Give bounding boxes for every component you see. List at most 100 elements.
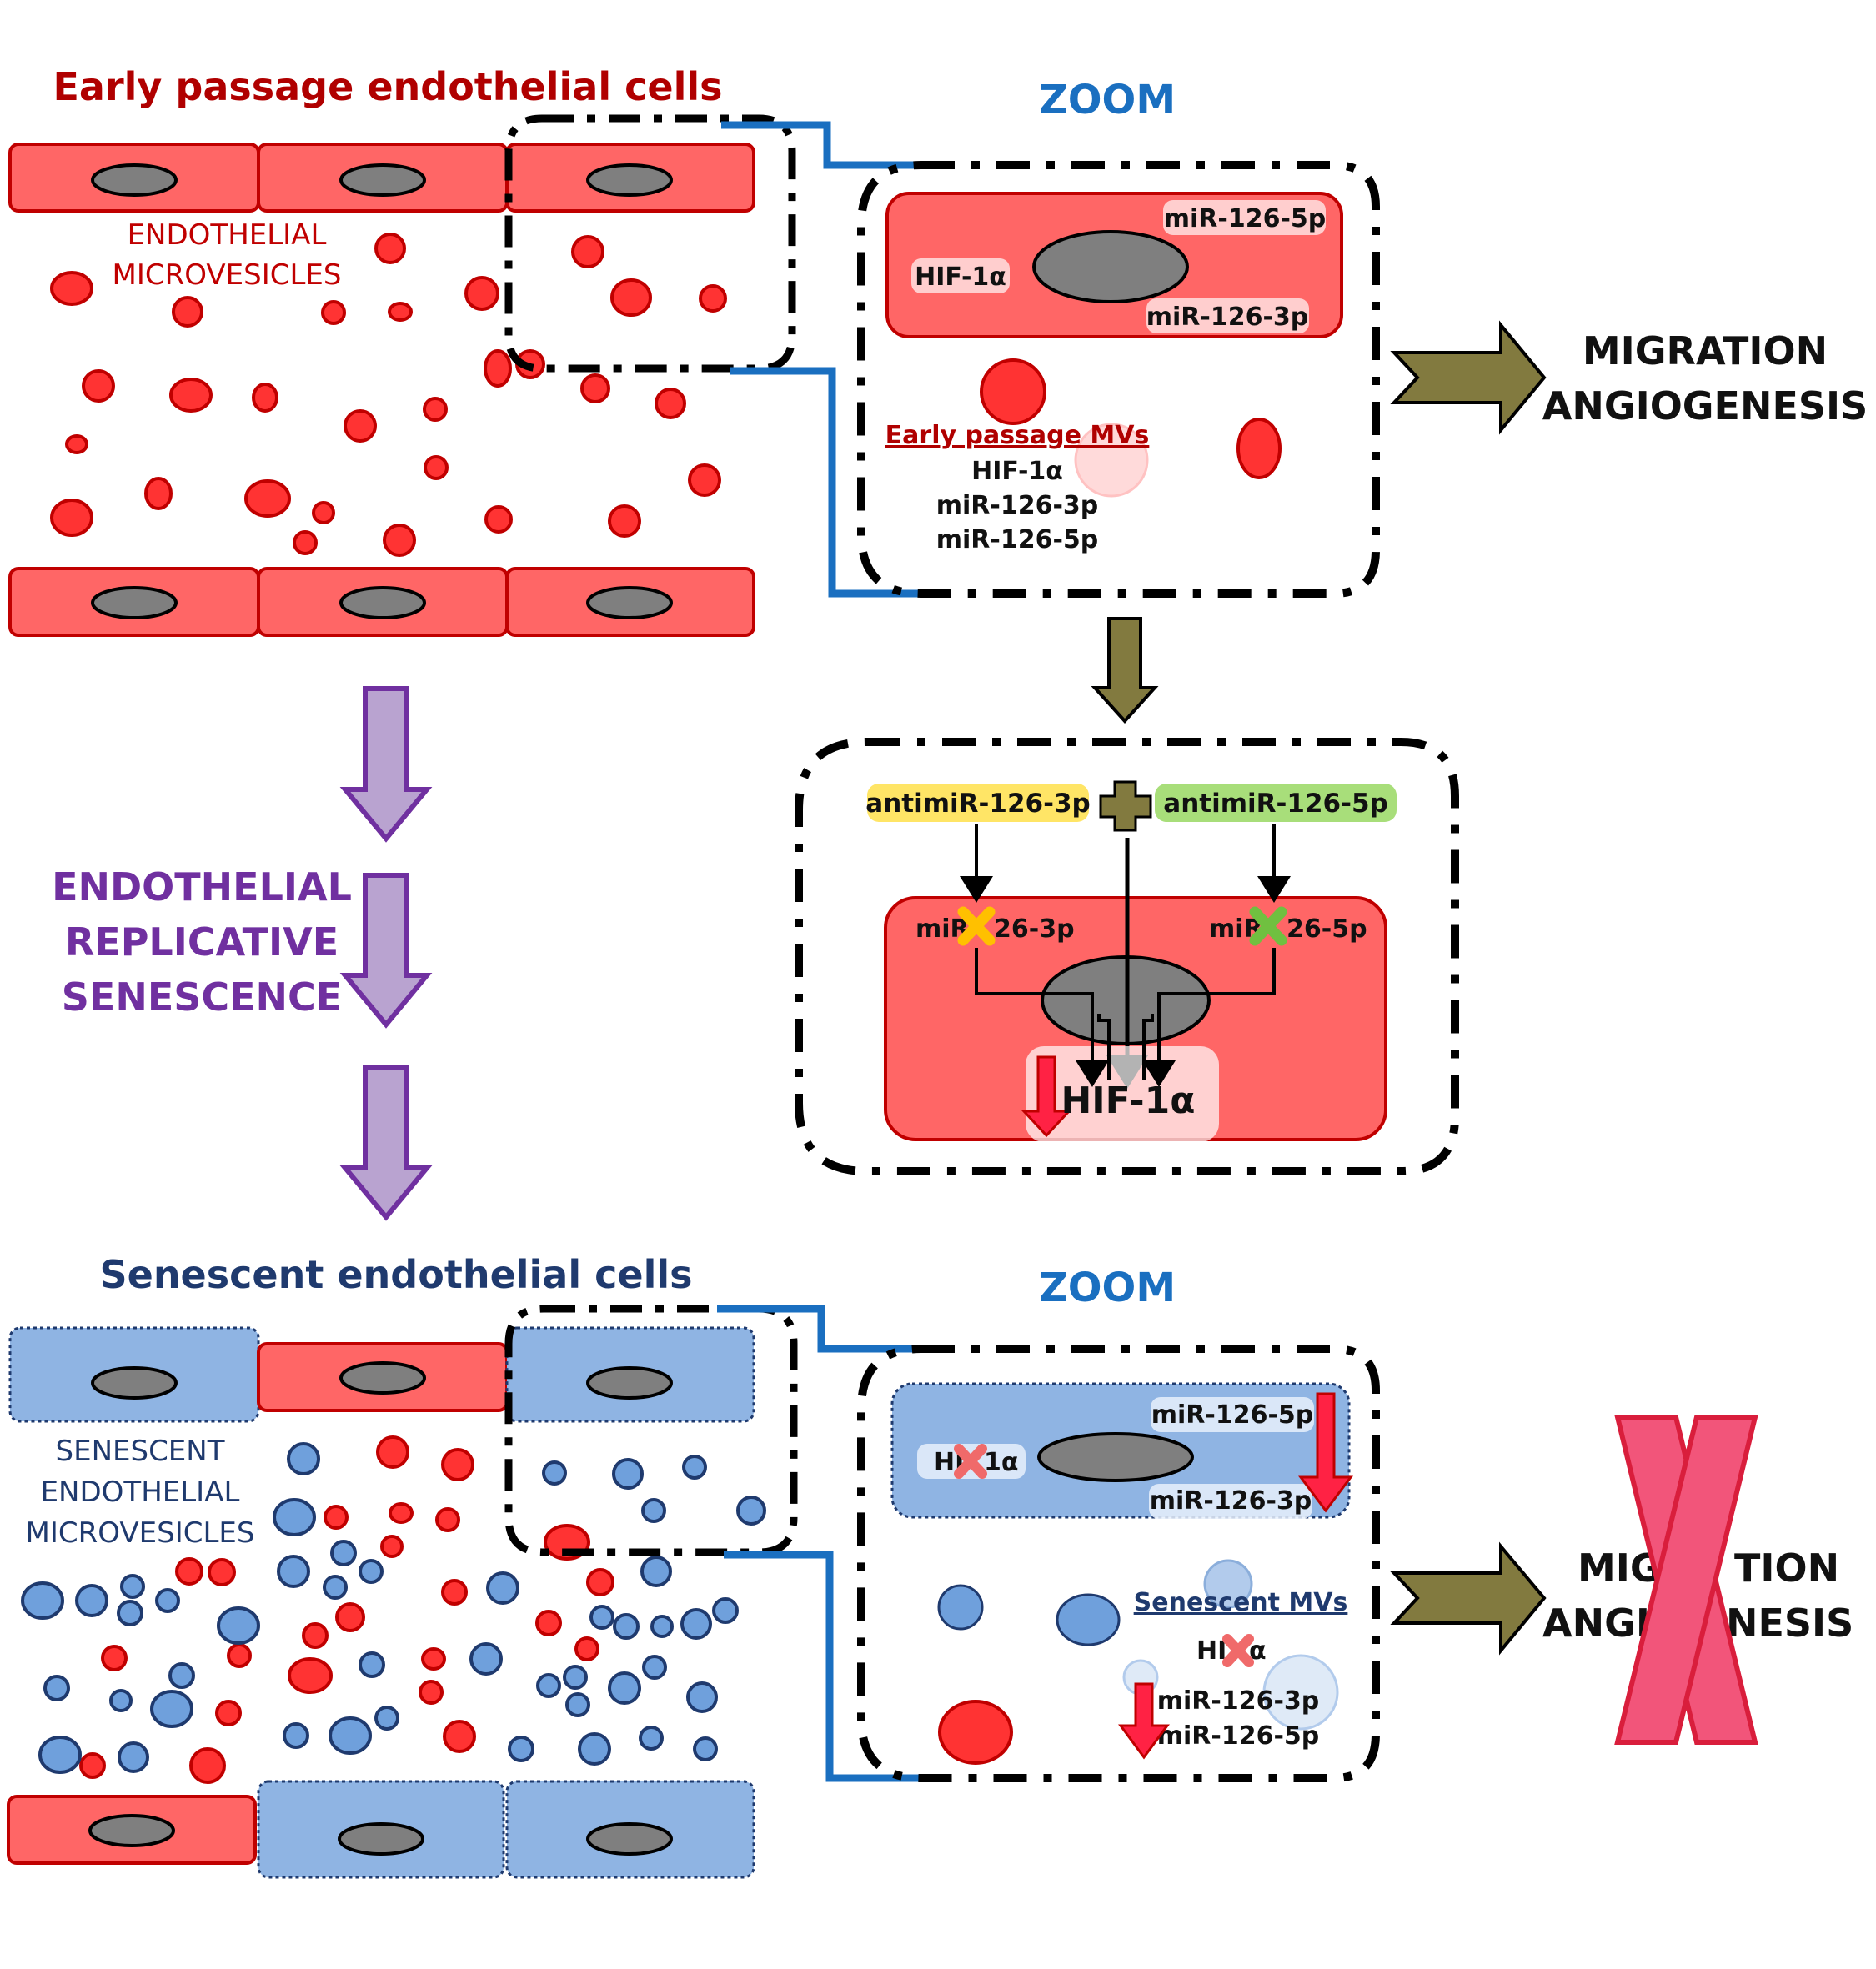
nucleus	[88, 1814, 175, 1847]
nucleus	[91, 1366, 178, 1400]
microvesicle	[109, 1689, 133, 1712]
microvesicle	[536, 1673, 561, 1698]
microvesicle	[359, 1651, 385, 1678]
microvesicle	[169, 378, 213, 413]
microvesicle	[736, 1496, 766, 1526]
bottom-microvesicles	[21, 1435, 766, 1784]
senescent-mv-label-line1: SENESCENT	[56, 1435, 225, 1468]
endothelial-mv-label-line1: ENDOTHELIAL	[128, 218, 327, 252]
microvesicle	[150, 1690, 193, 1728]
label-glow	[1149, 1484, 1312, 1519]
endothelial-mv-label-line2: MICROVESICLES	[113, 258, 342, 292]
bottom-zoom-line-upper	[717, 1305, 925, 1353]
top-zoom-line-lower	[730, 367, 938, 598]
top-cell-mir3p: miR-126-3p	[1146, 303, 1309, 332]
microvesicle	[388, 302, 413, 322]
microvesicle	[441, 1579, 468, 1606]
microvesicle	[571, 235, 604, 268]
mir3p-arrow	[975, 948, 1109, 1087]
down-red-arrow-icon	[1118, 1682, 1170, 1760]
microvesicle	[443, 1720, 476, 1753]
microvesicle	[21, 1581, 64, 1620]
top-cell-row-lower	[8, 567, 755, 637]
antimir-5p-label: antimiR-126-5p	[1163, 789, 1387, 819]
microvesicle	[273, 1498, 316, 1536]
early-mv-mir5p: miR-126-5p	[936, 525, 1099, 554]
top-outcome-line2: ANGIOGENESIS	[1542, 383, 1868, 428]
microvesicle	[383, 524, 416, 557]
nucleus	[339, 586, 426, 619]
microvesicle	[486, 1571, 519, 1605]
microvesicle	[565, 1692, 590, 1717]
antimir-3p-label: antimiR-126-3p	[865, 789, 1090, 819]
microvesicle	[287, 1442, 320, 1475]
microvesicle	[686, 1681, 718, 1713]
microvesicle	[324, 1505, 349, 1530]
microvesicle	[589, 1605, 614, 1630]
senescence-arrows	[339, 686, 433, 1221]
microvesicle	[389, 1502, 414, 1524]
bottom-zoom-line-lower	[724, 1551, 935, 1782]
down-red-arrow-icon	[1298, 1392, 1353, 1513]
early-mv-mir3p: miR-126-3p	[936, 491, 1099, 520]
microvesicle	[424, 455, 449, 480]
microvesicle	[208, 1558, 236, 1586]
down-red-arrow-icon	[1021, 1055, 1072, 1138]
bottom-cell-mir3p: miR-126-3p	[1150, 1486, 1312, 1516]
microvesicle	[329, 1716, 372, 1755]
nucleus-arrow-left	[1097, 1014, 1111, 1080]
microvesicle	[344, 409, 377, 443]
microvesicle	[374, 233, 406, 264]
bottom-cell-row-upper	[8, 1326, 755, 1423]
microvesicle	[423, 397, 448, 422]
nucleus	[91, 163, 178, 197]
top-cell-mir5p: miR-126-5p	[1164, 204, 1327, 233]
senescent-mv-hif-left: HI	[1196, 1636, 1226, 1666]
senescent-mv-hif-right: α	[1249, 1636, 1267, 1666]
nucleus	[339, 1361, 426, 1395]
microvesicle	[120, 1574, 145, 1599]
senescent-mv-title: Senescent MVs	[1134, 1588, 1348, 1617]
microvesicle	[50, 271, 93, 306]
microvesicle	[682, 1455, 707, 1480]
zoom-microvesicle	[1056, 1593, 1121, 1646]
nucleus-arrow-right	[1142, 1014, 1154, 1080]
top-zoom-label: ZOOM	[1039, 77, 1176, 123]
top-zoom-box	[857, 161, 1380, 598]
microvesicle	[580, 373, 610, 403]
microvesicle	[79, 1752, 106, 1779]
bottom-outcome-line2-right: NESIS	[1726, 1601, 1853, 1646]
microvesicle	[563, 1665, 588, 1690]
microvesicle	[542, 1460, 567, 1486]
microvesicle	[227, 1643, 252, 1668]
top-cell-hif: HIF-1α	[915, 263, 1006, 292]
nucleus	[91, 586, 178, 619]
mir5p-arrow	[1142, 948, 1276, 1087]
senescence-line2: REPLICATIVE	[65, 919, 339, 964]
microvesicle	[217, 1606, 260, 1645]
microvesicle	[574, 1636, 599, 1661]
senescence-arrow	[339, 686, 433, 843]
red-x-icon	[954, 1444, 987, 1479]
bottom-zoom-label: ZOOM	[1039, 1265, 1176, 1311]
microvesicle	[641, 1498, 666, 1523]
bottom-outcome-line1-left: MIG	[1578, 1546, 1662, 1591]
mir5p-right-text: 26-5p	[1287, 914, 1367, 944]
microvesicle	[117, 1600, 143, 1626]
top-zoom-selection	[504, 114, 796, 373]
down-arrow-to-antimir	[1091, 617, 1159, 724]
senescence-line3: SENESCENCE	[62, 974, 342, 1020]
antimir-3p-highlight	[867, 784, 1089, 822]
microvesicle	[655, 388, 686, 419]
top-title: Early passage endothelial cells	[53, 64, 723, 109]
nucleus	[339, 163, 426, 197]
microvesicle	[608, 1671, 641, 1705]
microvesicle	[252, 383, 278, 413]
microvesicle	[172, 296, 203, 328]
hif-result: HIF-1α	[1061, 1080, 1195, 1122]
microvesicle	[642, 1655, 667, 1680]
microvesicle	[175, 1557, 203, 1586]
microvesicle	[118, 1741, 149, 1773]
